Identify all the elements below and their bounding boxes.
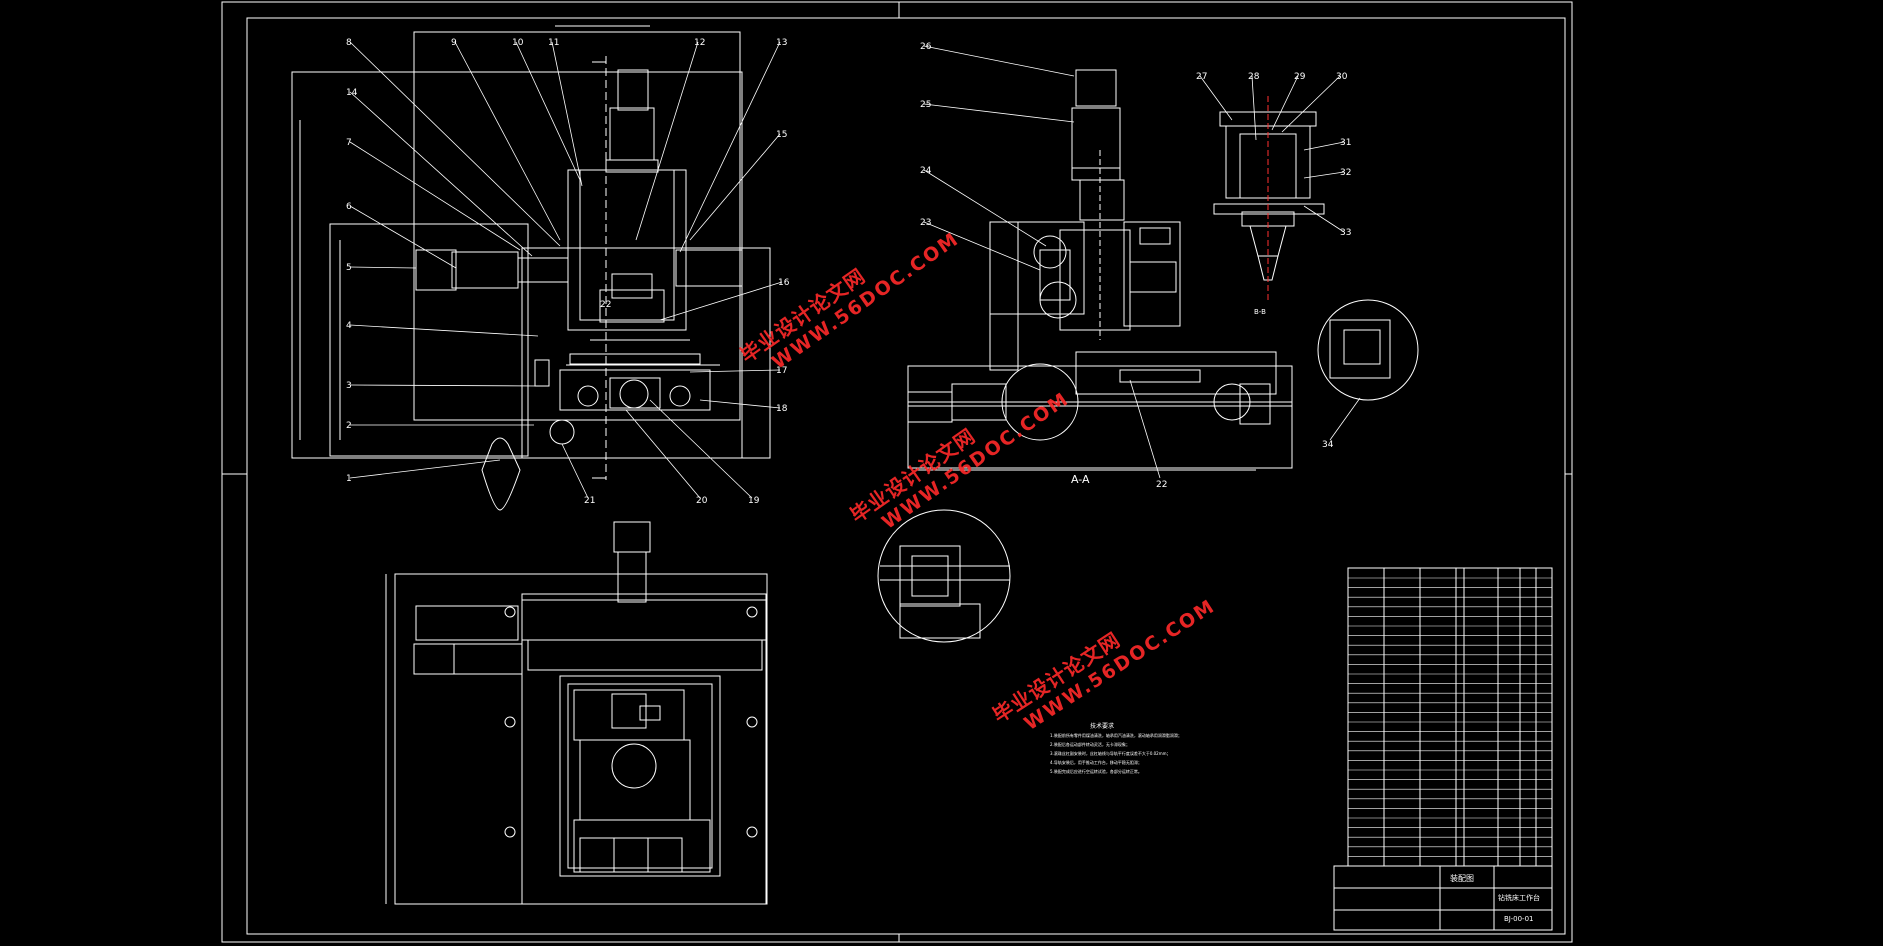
balloon-number: 20 (696, 496, 708, 506)
detail-b-b (1199, 75, 1419, 441)
balloon-number: 5 (346, 263, 352, 273)
balloon-number: 2 (346, 421, 352, 431)
notes-line: 4.导轨安装后，用手推动工作台，移动平稳无阻滞； (1050, 760, 1142, 765)
balloon-number: 34 (1322, 440, 1334, 450)
balloon-number: 13 (776, 38, 788, 48)
detail-label: B-B (1254, 308, 1266, 316)
top-view (385, 521, 768, 905)
balloon-number: 14 (346, 88, 358, 98)
balloon-number: 25 (920, 100, 932, 110)
balloon-number: 1 (346, 474, 352, 484)
balloon-number: 28 (1248, 72, 1260, 82)
balloon-number: 10 (512, 38, 524, 48)
balloon-number: 6 (346, 202, 352, 212)
balloon-number: 23 (920, 218, 932, 228)
balloon-number: 3 (346, 381, 352, 391)
balloon-number: 11 (548, 38, 560, 48)
balloon-number: 18 (776, 404, 788, 414)
title-block (1333, 567, 1553, 931)
balloon-number: 29 (1294, 72, 1306, 82)
notes-line: 1.装配前所有零件用煤油清洗，轴承用汽油清洗，滚动轴承用润滑脂润滑； (1050, 733, 1182, 738)
balloon-number: 9 (451, 38, 457, 48)
balloon-number: 17 (776, 366, 788, 376)
balloon-number: 8 (346, 38, 352, 48)
bom-rows (1348, 577, 1552, 857)
balloon-number: 21 (584, 496, 596, 506)
balloon-number: 27 (1196, 72, 1208, 82)
drawing-type: 装配图 (1450, 874, 1474, 883)
detail-circle-left (877, 509, 1011, 643)
balloon-number: 31 (1340, 138, 1352, 148)
balloon-number: 30 (1336, 72, 1348, 82)
balloon-number: 7 (346, 138, 352, 148)
balloon-number: 19 (748, 496, 760, 506)
section-label: A-A (1071, 473, 1090, 486)
balloon-number: 15 (776, 130, 788, 140)
balloon-number: 16 (778, 278, 790, 288)
balloon-number: 22 (1156, 480, 1168, 490)
drawing-code: BJ-00-01 (1504, 915, 1534, 923)
section-a-a (907, 45, 1293, 479)
balloon-number: 24 (920, 166, 932, 176)
balloon-number: 26 (920, 42, 932, 52)
balloon-number: 32 (1340, 168, 1352, 178)
technical-notes: 技术要求 1.装配前所有零件用煤油清洗，轴承用汽油清洗，滚动轴承用润滑脂润滑； … (1050, 722, 1182, 776)
notes-line: 5.装配完成后应进行空运转试验，各部分运转正常。 (1050, 769, 1142, 774)
balloon-number: 12 (694, 38, 706, 48)
outer-frame (221, 1, 1573, 943)
balloon-number: 22 (600, 300, 612, 310)
balloon-number: 33 (1340, 228, 1352, 238)
notes-heading: 技术要求 (1090, 723, 1115, 730)
notes-line: 2.装配后各运动部件转动灵活，无卡滞现象； (1050, 742, 1130, 747)
inner-frame (246, 17, 1566, 935)
notes-line: 3.滚珠丝杠副安装时，丝杠轴线与导轨平行度误差不大于0.02mm； (1050, 751, 1171, 756)
drawing-name: 钻铣床工作台 (1498, 894, 1540, 902)
front-view (291, 25, 783, 511)
balloon-number: 4 (346, 321, 352, 331)
